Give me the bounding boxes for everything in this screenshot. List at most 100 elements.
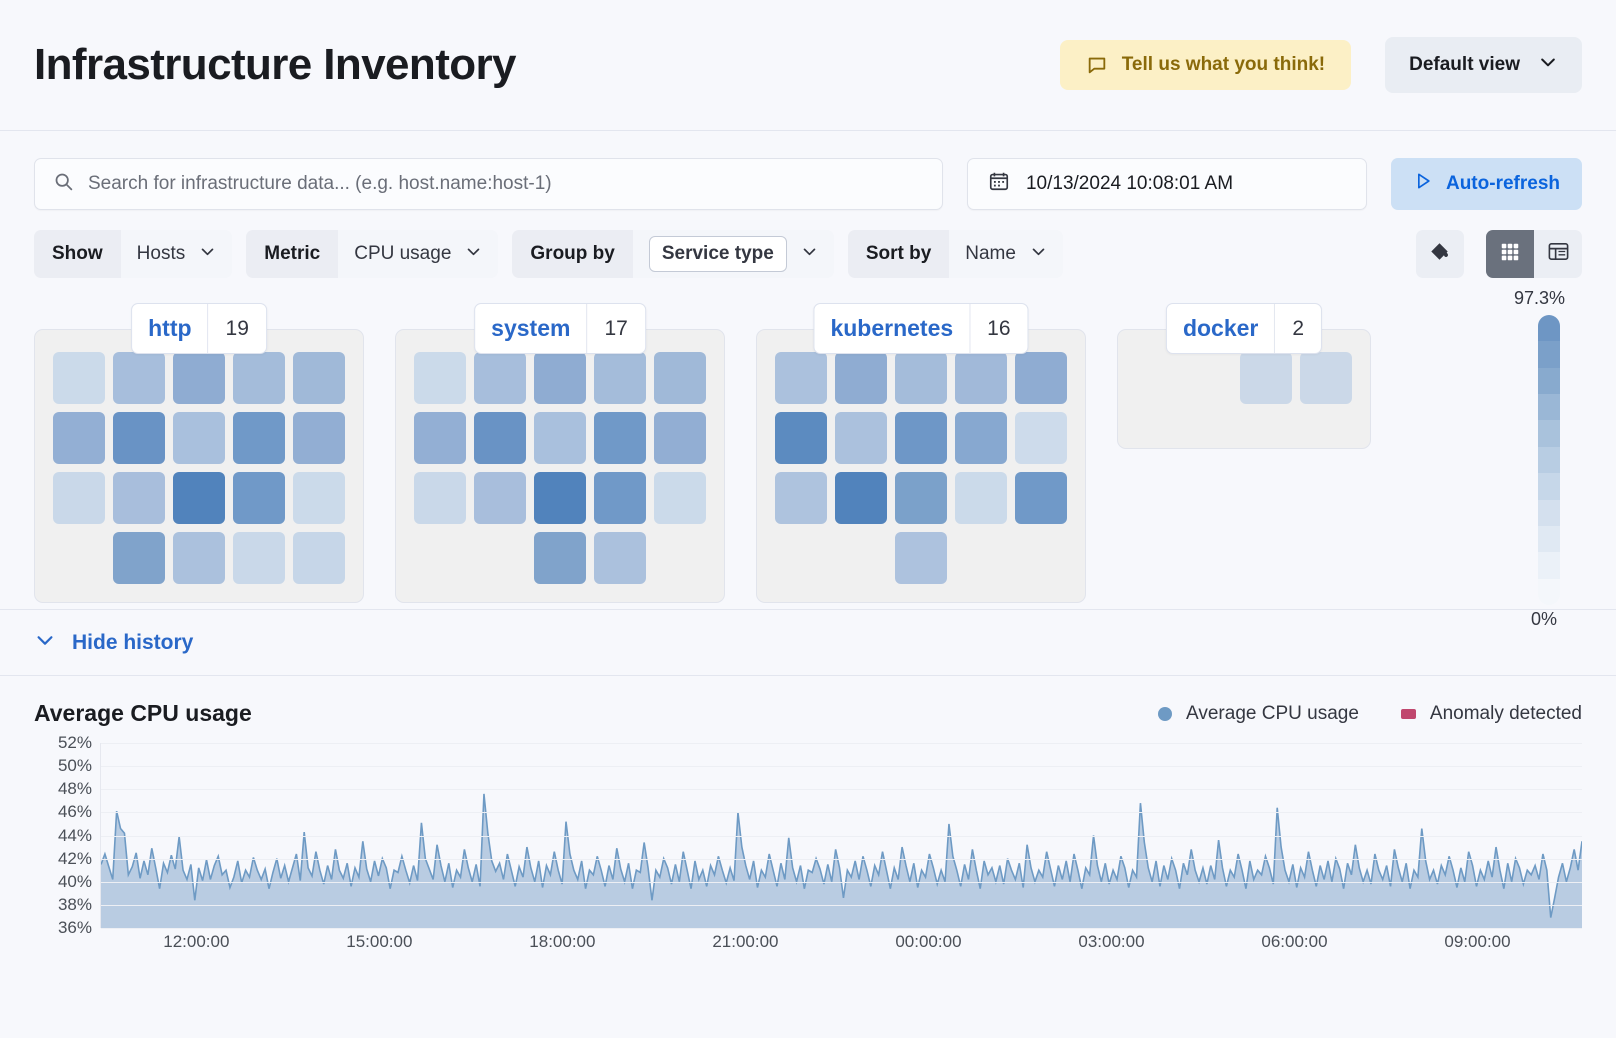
default-view-dropdown[interactable]: Default view bbox=[1385, 37, 1582, 93]
host-tile[interactable] bbox=[534, 472, 586, 524]
host-tile[interactable] bbox=[233, 532, 285, 584]
host-tile[interactable] bbox=[293, 532, 345, 584]
date-picker[interactable]: 10/13/2024 10:08:01 AM bbox=[966, 158, 1367, 210]
host-tile[interactable] bbox=[654, 352, 706, 404]
host-tile[interactable] bbox=[173, 352, 225, 404]
table-view-button[interactable] bbox=[1534, 230, 1582, 278]
group-name: http bbox=[148, 315, 192, 341]
x-axis-tick: 06:00:00 bbox=[1261, 932, 1328, 951]
host-tile[interactable] bbox=[1015, 412, 1067, 464]
host-tile[interactable] bbox=[173, 532, 225, 584]
legend-item-anomaly-detected[interactable]: Anomaly detected bbox=[1400, 703, 1582, 725]
group-count: 19 bbox=[207, 304, 266, 353]
host-tile[interactable] bbox=[293, 472, 345, 524]
host-tile[interactable] bbox=[293, 352, 345, 404]
legend-step bbox=[1538, 367, 1560, 395]
legend-step bbox=[1538, 341, 1560, 368]
host-tile[interactable] bbox=[414, 412, 466, 464]
host-tile[interactable] bbox=[173, 472, 225, 524]
x-axis-tick: 00:00:00 bbox=[895, 932, 962, 951]
grid-view-button[interactable] bbox=[1486, 230, 1534, 278]
host-tile[interactable] bbox=[835, 472, 887, 524]
filter-metric: Metric CPU usage bbox=[246, 230, 499, 278]
host-tile[interactable] bbox=[113, 352, 165, 404]
host-tile[interactable] bbox=[414, 472, 466, 524]
host-tile[interactable] bbox=[895, 352, 947, 404]
host-tile[interactable] bbox=[293, 412, 345, 464]
search-placeholder: Search for infrastructure data... (e.g. … bbox=[88, 173, 552, 194]
group-tag-http[interactable]: http 19 bbox=[131, 303, 267, 354]
filter-show-select[interactable]: Hosts bbox=[120, 230, 233, 278]
auto-refresh-button[interactable]: Auto-refresh bbox=[1390, 158, 1582, 210]
host-tile[interactable] bbox=[594, 472, 646, 524]
host-tile[interactable] bbox=[474, 472, 526, 524]
host-tile[interactable] bbox=[233, 412, 285, 464]
host-tile[interactable] bbox=[534, 352, 586, 404]
hide-history-link[interactable]: Hide history bbox=[72, 630, 194, 654]
host-tile[interactable] bbox=[654, 472, 706, 524]
host-tile[interactable] bbox=[654, 412, 706, 464]
host-tile[interactable] bbox=[53, 352, 105, 404]
host-tile[interactable] bbox=[53, 412, 105, 464]
view-mode-toggle bbox=[1486, 230, 1582, 278]
host-tile[interactable] bbox=[53, 472, 105, 524]
host-tile[interactable] bbox=[895, 412, 947, 464]
host-tile[interactable] bbox=[1015, 472, 1067, 524]
y-axis-tick: 36% bbox=[57, 918, 92, 937]
host-tile[interactable] bbox=[113, 532, 165, 584]
plot-area[interactable] bbox=[100, 743, 1582, 929]
tile-row bbox=[775, 352, 1067, 404]
host-tile[interactable] bbox=[895, 532, 947, 584]
host-tile[interactable] bbox=[474, 412, 526, 464]
host-tile[interactable] bbox=[414, 352, 466, 404]
legend-label: Average CPU usage bbox=[1186, 702, 1359, 724]
group-name: kubernetes bbox=[830, 315, 954, 341]
gridline bbox=[101, 881, 1582, 883]
host-tile[interactable] bbox=[1240, 352, 1292, 404]
filter-sort-by-select[interactable]: Name bbox=[949, 230, 1063, 278]
legend-item-average-cpu-usage[interactable]: Average CPU usage bbox=[1158, 703, 1359, 725]
host-tile[interactable] bbox=[955, 472, 1007, 524]
host-tile[interactable] bbox=[173, 412, 225, 464]
host-tile[interactable] bbox=[594, 352, 646, 404]
host-tile[interactable] bbox=[955, 352, 1007, 404]
chevron-down-icon[interactable] bbox=[34, 629, 56, 656]
legend-step bbox=[1538, 525, 1560, 553]
host-tile[interactable] bbox=[1015, 352, 1067, 404]
group-body bbox=[34, 329, 364, 603]
host-tile[interactable] bbox=[955, 412, 1007, 464]
chart-title: Average CPU usage bbox=[34, 700, 252, 726]
host-tile[interactable] bbox=[233, 472, 285, 524]
host-tile[interactable] bbox=[113, 472, 165, 524]
host-tile[interactable] bbox=[895, 472, 947, 524]
filter-group-by-select[interactable]: Service type bbox=[632, 230, 834, 278]
host-tile[interactable] bbox=[113, 412, 165, 464]
host-tile[interactable] bbox=[594, 412, 646, 464]
legend-color-button[interactable] bbox=[1416, 230, 1464, 278]
host-tile[interactable] bbox=[534, 532, 586, 584]
host-tile[interactable] bbox=[474, 352, 526, 404]
search-input[interactable]: Search for infrastructure data... (e.g. … bbox=[34, 158, 943, 210]
calendar-icon bbox=[988, 170, 1010, 198]
y-axis: 52%50%48%46%44%42%40%38%36% bbox=[34, 733, 92, 937]
host-tile[interactable] bbox=[775, 472, 827, 524]
host-tile[interactable] bbox=[233, 352, 285, 404]
host-tile[interactable] bbox=[835, 412, 887, 464]
series-average-cpu-usage bbox=[101, 743, 1582, 928]
filter-metric-select[interactable]: CPU usage bbox=[338, 230, 499, 278]
host-tile[interactable] bbox=[775, 352, 827, 404]
gridline bbox=[101, 743, 1582, 744]
host-tile[interactable] bbox=[594, 532, 646, 584]
tile-row bbox=[775, 472, 1067, 524]
host-tile[interactable] bbox=[1300, 352, 1352, 404]
feedback-button[interactable]: Tell us what you think! bbox=[1059, 40, 1352, 90]
host-tile[interactable] bbox=[534, 412, 586, 464]
host-tile[interactable] bbox=[775, 412, 827, 464]
host-tile[interactable] bbox=[835, 352, 887, 404]
